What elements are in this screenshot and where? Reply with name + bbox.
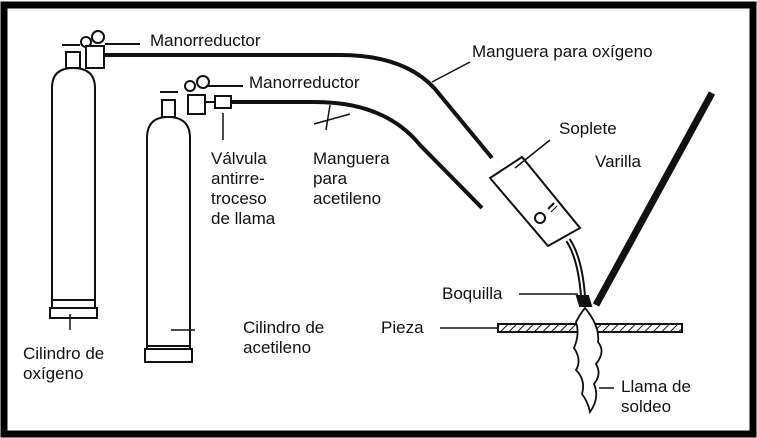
label-hose-acetylene-line2: para — [313, 169, 348, 188]
label-flame-line2: soldeo — [621, 397, 672, 416]
label-hose-acetylene: Manguera para acetileno — [313, 149, 390, 209]
filler-rod — [592, 91, 716, 307]
label-check-valve-line3: troceso — [211, 189, 267, 208]
label-cylinder-oxygen-line2: oxígeno — [23, 364, 84, 383]
oxygen-cylinder — [49, 51, 98, 319]
label-cylinder-acetylene: Cilindro de acetileno — [243, 318, 324, 358]
label-cylinder-acetylene-line2: acetileno — [243, 338, 312, 357]
oxygen-hose — [104, 53, 494, 160]
label-rod: Varilla — [595, 152, 641, 171]
label-regulator-acetylene: Manorreductor — [249, 73, 360, 92]
acetylene-hose — [231, 100, 484, 210]
oxygen-regulator — [62, 30, 140, 69]
check-valve — [214, 95, 232, 109]
label-workpiece: Pieza — [381, 318, 424, 337]
label-torch: Soplete — [559, 119, 617, 138]
label-nozzle: Boquilla — [442, 284, 503, 303]
label-flame: Llama de soldeo — [621, 377, 691, 417]
acetylene-regulator — [160, 75, 243, 115]
label-hose-oxygen: Manguera para oxígeno — [472, 42, 653, 61]
label-hose-acetylene-line1: Manguera — [313, 149, 390, 168]
label-cylinder-oxygen-line1: Cilindro de — [23, 344, 105, 363]
leader-lines — [69, 61, 614, 389]
label-hose-acetylene-line3: acetileno — [313, 189, 382, 208]
torch — [488, 155, 593, 307]
label-check-valve-line4: de llama — [211, 209, 276, 228]
label-cylinder-acetylene-line1: Cilindro de — [243, 318, 325, 337]
label-flame-line1: Llama de — [621, 377, 691, 396]
label-check-valve-line1: Válvula — [211, 149, 267, 168]
acetylene-cylinder — [144, 99, 193, 363]
label-regulator-oxygen: Manorreductor — [150, 31, 261, 50]
label-check-valve-line2: antirre- — [211, 169, 265, 188]
label-check-valve: Válvula antirre- troceso de llama — [211, 149, 275, 229]
label-cylinder-oxygen: Cilindro de oxígeno — [23, 344, 104, 384]
flame — [572, 306, 603, 415]
